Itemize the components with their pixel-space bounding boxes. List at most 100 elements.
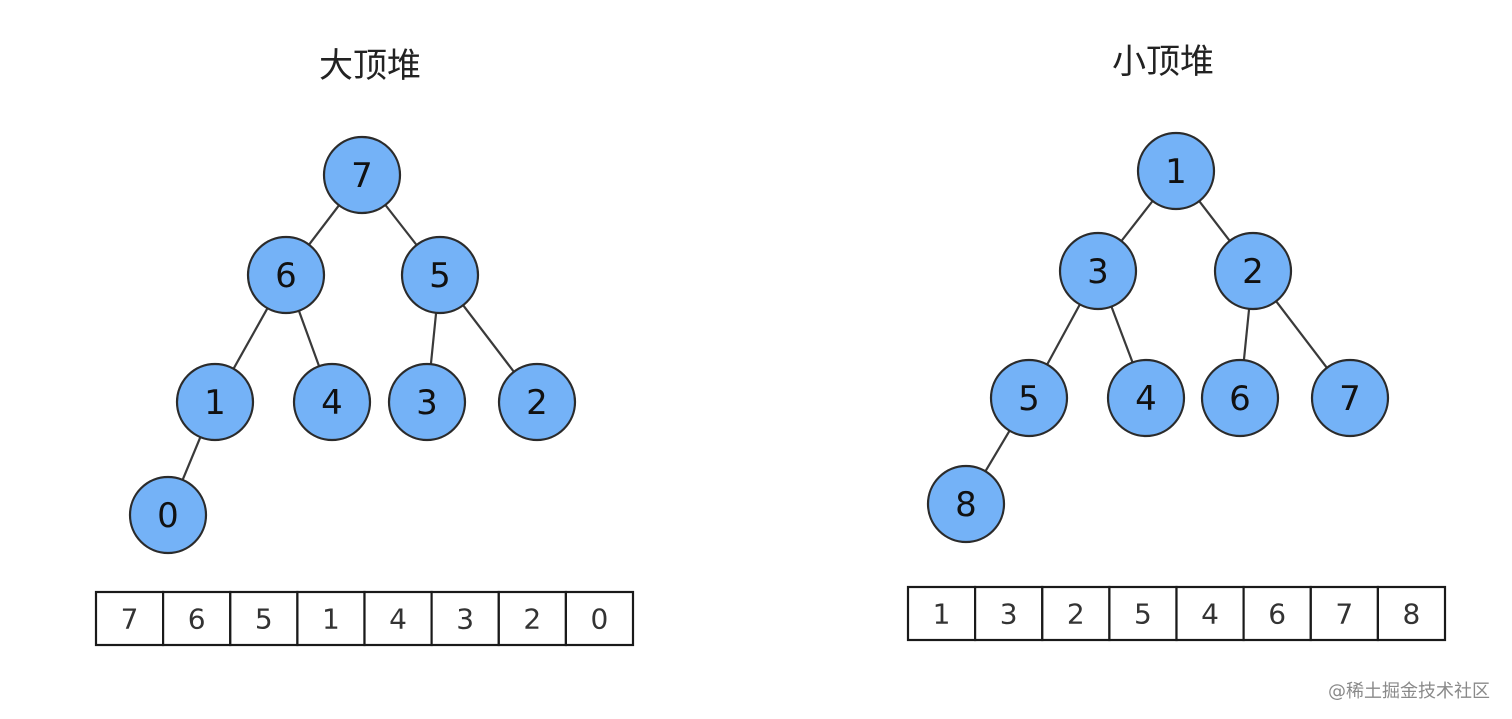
max-heap-node-label: 1 xyxy=(204,383,226,423)
max-heap-edge-2-6 xyxy=(462,304,515,373)
min-heap-edge-0-2 xyxy=(1198,200,1231,242)
min-heap-node-circle xyxy=(1106,358,1186,438)
max-heap-node-label: 2 xyxy=(526,383,548,423)
max-heap-edge-1-4 xyxy=(297,310,321,367)
min-array-cell: 1 xyxy=(906,585,977,642)
min-heap-node-label: 2 xyxy=(1242,252,1264,292)
max-heap-node-circle xyxy=(246,235,326,315)
max-heap-node-circle xyxy=(292,362,372,442)
max-array-cell: 7 xyxy=(94,590,165,647)
min-heap-node: 8 xyxy=(926,464,1006,544)
min-heap-node-circle xyxy=(1213,231,1293,311)
min-heap-node: 3 xyxy=(1058,231,1138,311)
min-heap-node-label: 6 xyxy=(1229,379,1251,419)
max-heap-node-circle xyxy=(128,475,208,555)
max-heap-node-circle xyxy=(322,135,402,215)
min-heap-node-label: 7 xyxy=(1339,379,1361,419)
min-heap-edge-2-5 xyxy=(1242,308,1251,361)
min-array-cell-box xyxy=(1108,585,1178,642)
max-heap-node-label: 3 xyxy=(416,383,438,423)
min-array-cell: 2 xyxy=(1041,585,1111,642)
max-array-cell-label: 1 xyxy=(322,603,340,636)
min-heap-node: 2 xyxy=(1213,231,1293,311)
min-array-cell-box xyxy=(1376,585,1447,642)
max-array-cell-label: 4 xyxy=(389,603,407,636)
max-heap-node: 7 xyxy=(322,135,402,215)
max-array-cell-label: 0 xyxy=(590,603,608,636)
min-heap-node-label: 8 xyxy=(955,485,977,525)
min-array-cell-label: 7 xyxy=(1335,598,1353,631)
max-heap-node: 1 xyxy=(175,362,255,442)
max-array-cell: 6 xyxy=(162,590,232,647)
min-heap-node-circle xyxy=(989,358,1069,438)
min-heap-node: 6 xyxy=(1200,358,1280,438)
max-heap-title: 大顶堆 xyxy=(319,46,421,86)
max-array-cell-label: 3 xyxy=(456,603,474,636)
min-heap-node: 1 xyxy=(1136,131,1216,211)
max-array-cell: 3 xyxy=(430,590,500,647)
min-array-cell-label: 1 xyxy=(933,598,951,631)
min-array-cell-box xyxy=(1242,585,1312,642)
min-heap-node-label: 5 xyxy=(1018,379,1040,419)
max-heap-edge-0-2 xyxy=(384,204,418,246)
max-array-cell: 0 xyxy=(564,590,635,647)
min-heap-node-circle xyxy=(1310,358,1390,438)
max-heap-node: 0 xyxy=(128,475,208,555)
min-array-cell-box xyxy=(1175,585,1245,642)
max-array-cell-label: 2 xyxy=(523,603,541,636)
min-array-cell-label: 4 xyxy=(1201,598,1219,631)
min-array-cell-label: 8 xyxy=(1402,598,1420,631)
min-array-cell-box xyxy=(1309,585,1380,642)
min-heap-edge-2-6 xyxy=(1275,300,1328,369)
min-heap-edge-1-4 xyxy=(1110,306,1134,363)
min-array-cell-label: 5 xyxy=(1134,598,1152,631)
max-heap-node-label: 4 xyxy=(321,383,343,423)
min-array-cell-box xyxy=(906,585,977,642)
min-heap-node-circle xyxy=(1200,358,1280,438)
min-array-cell: 4 xyxy=(1175,585,1245,642)
min-heap-edge-1-3 xyxy=(1046,303,1081,366)
max-heap-node: 4 xyxy=(292,362,372,442)
max-heap-node-label: 0 xyxy=(157,496,179,536)
max-heap-edge-3-7 xyxy=(181,436,202,481)
max-heap-node-circle xyxy=(175,362,255,442)
min-heap-edge-0-1 xyxy=(1120,200,1154,242)
max-array-cell-box xyxy=(94,590,165,647)
max-heap-node-label: 6 xyxy=(275,256,297,296)
max-heap-node: 3 xyxy=(387,362,467,442)
max-heap-edge-1-3 xyxy=(232,307,269,370)
min-heap-node-circle xyxy=(1058,231,1138,311)
min-heap-node: 5 xyxy=(989,358,1069,438)
max-heap-node: 2 xyxy=(497,362,577,442)
max-heap-node-circle xyxy=(400,235,480,315)
max-array-cell: 1 xyxy=(296,590,366,647)
max-heap-edge-0-1 xyxy=(308,204,340,246)
max-heap-node: 6 xyxy=(246,235,326,315)
min-heap-edges xyxy=(984,200,1328,472)
max-array-cell-box xyxy=(564,590,635,647)
min-array-cell-label: 3 xyxy=(1000,598,1018,631)
max-heap-node-label: 7 xyxy=(351,156,373,196)
min-heap-node-circle xyxy=(1136,131,1216,211)
min-heap-node-label: 3 xyxy=(1087,252,1109,292)
min-array-cell: 5 xyxy=(1108,585,1178,642)
min-heap-node: 7 xyxy=(1310,358,1390,438)
max-array-cell-box xyxy=(363,590,433,647)
min-heap-title: 小顶堆 xyxy=(1112,42,1214,82)
max-heap-node-circle xyxy=(387,362,467,442)
max-array-cell-label: 6 xyxy=(188,603,206,636)
max-heap-edge-2-5 xyxy=(429,312,438,365)
min-array-cell: 8 xyxy=(1376,585,1447,642)
min-heap-node-label: 1 xyxy=(1165,152,1187,192)
max-heap-node-circle xyxy=(497,362,577,442)
max-array-cell-label: 7 xyxy=(121,603,139,636)
max-heap-edges xyxy=(181,204,515,481)
max-array-cell: 4 xyxy=(363,590,433,647)
max-array-cell: 2 xyxy=(497,590,567,647)
